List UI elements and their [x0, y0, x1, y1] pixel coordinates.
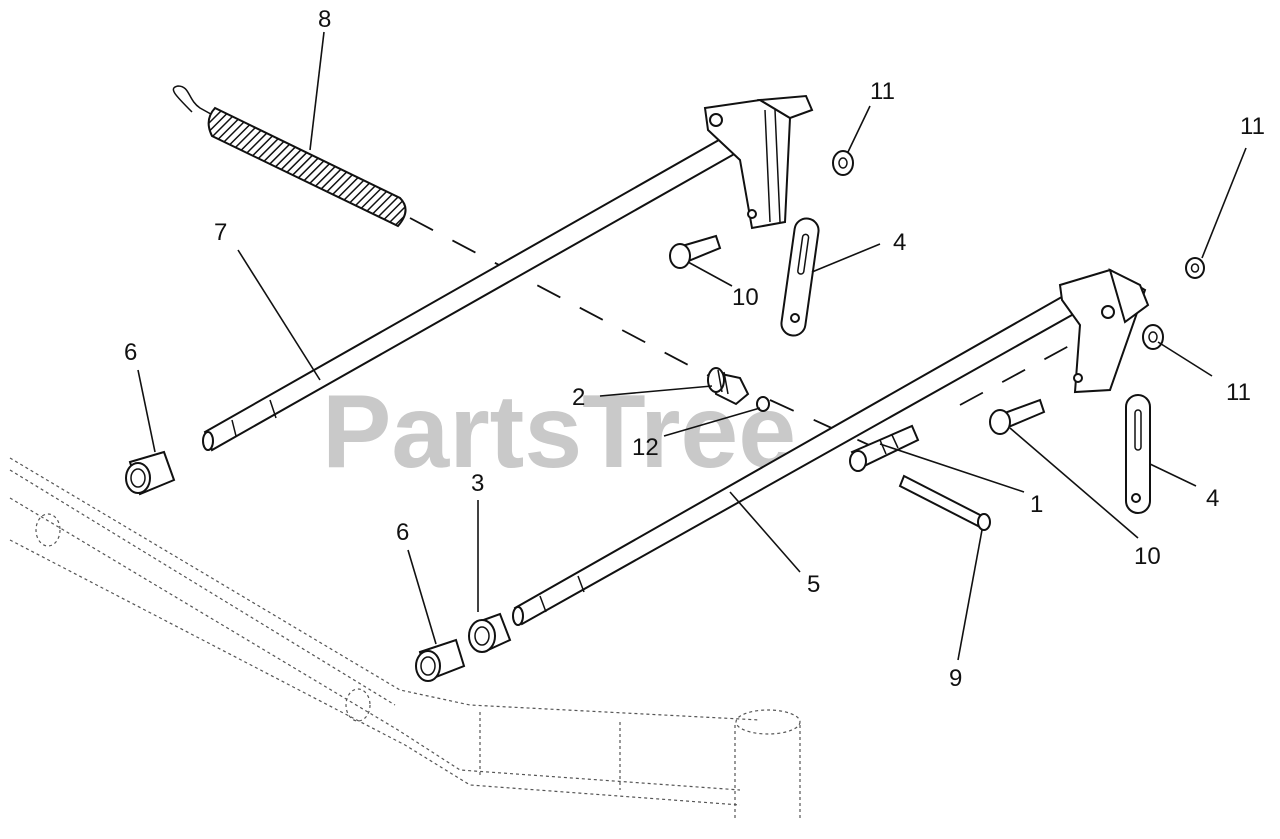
- adjuster-part: [849, 424, 920, 472]
- washer-right-top: [1185, 257, 1205, 279]
- frame-outline: [9, 457, 801, 820]
- upper-rod: [202, 94, 814, 452]
- spacer-part: [468, 612, 512, 653]
- washer-right-mid: [1142, 324, 1164, 350]
- callout-10-lower: 10: [1134, 543, 1161, 570]
- bushing-upper: [125, 450, 176, 496]
- washer-upper: [832, 150, 854, 176]
- callout-5: 5: [807, 571, 820, 598]
- link-lower: [1125, 394, 1151, 514]
- callout-10-upper: 10: [732, 284, 759, 311]
- assembly-line-pin: [769, 399, 881, 451]
- link-upper: [780, 217, 820, 337]
- callout-4-lower: 4: [1206, 485, 1219, 512]
- pin-upper: [669, 234, 722, 269]
- callout-12: 12: [632, 434, 659, 461]
- callout-8: 8: [318, 6, 331, 33]
- callout-1: 1: [1030, 491, 1043, 518]
- callout-11-right-mid: 11: [1226, 379, 1251, 406]
- assembly-line-right: [959, 339, 1081, 406]
- callout-11-upper: 11: [870, 78, 895, 105]
- callout-4-upper: 4: [893, 229, 906, 256]
- fitting-part: [707, 367, 750, 406]
- callout-11-right-top: 11: [1240, 113, 1265, 140]
- callout-2: 2: [572, 384, 585, 411]
- assembly-line-spring: [409, 217, 746, 396]
- callout-6-upper: 6: [124, 339, 137, 366]
- lower-rod: [512, 268, 1150, 626]
- pin-lower: [989, 398, 1046, 435]
- leader-lines: [137, 31, 1247, 661]
- spring-part: [172, 85, 407, 228]
- bolt-part: [898, 474, 991, 531]
- callout-9: 9: [949, 665, 962, 692]
- bushing-lower: [415, 638, 466, 682]
- nut-part: [756, 396, 770, 412]
- callout-3: 3: [471, 470, 484, 497]
- callout-7: 7: [214, 219, 227, 246]
- callout-labels: 8 7 6 6 3 2 12 11 11 11 4 4 10 10 1 5 9: [124, 6, 1265, 692]
- callout-6-lower: 6: [396, 519, 409, 546]
